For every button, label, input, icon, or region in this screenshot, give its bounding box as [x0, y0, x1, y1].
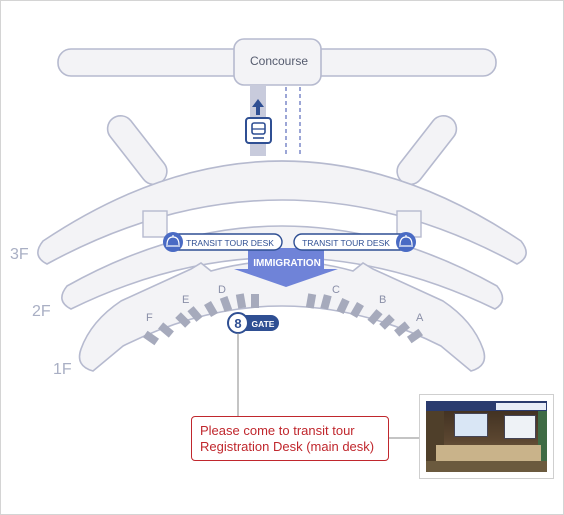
gate-number: 8: [234, 316, 241, 331]
shuttle-train-icon: [245, 117, 272, 144]
gate-area-e: E: [182, 294, 189, 306]
instruction-callout: Please come to transit tour Registration…: [191, 416, 389, 461]
gate-area-a: A: [416, 312, 424, 324]
gate-label: GATE: [252, 319, 275, 329]
concourse-label: Concourse: [250, 54, 308, 68]
immigration-arrow: IMMIGRATION: [234, 248, 338, 287]
service-bell-icon: [166, 235, 180, 247]
callout-line-1: Please come to transit tour: [200, 423, 355, 438]
floor-label-2f: 2F: [32, 303, 51, 320]
shuttle-corridor: [245, 86, 301, 156]
transit-desk-left[interactable]: TRANSIT TOUR DESK: [163, 232, 283, 252]
gate-area-d: D: [218, 284, 226, 296]
gate-8-marker[interactable]: 8 GATE: [227, 312, 279, 334]
callout-line-2: Registration Desk (main desk): [200, 439, 375, 454]
transit-desk-left-label: TRANSIT TOUR DESK: [186, 238, 274, 248]
transit-desk-right[interactable]: TRANSIT TOUR DESK: [293, 232, 416, 252]
gate-area-f: F: [146, 312, 153, 324]
service-bell-icon: [399, 235, 413, 247]
immigration-label: IMMIGRATION: [253, 258, 321, 269]
transit-desk-photo: [419, 394, 554, 479]
concourse-building: Concourse: [57, 38, 497, 86]
floor-connectors: [142, 210, 422, 238]
gate-area-c: C: [332, 284, 340, 296]
transit-desk-right-label: TRANSIT TOUR DESK: [302, 238, 390, 248]
gate-blocks: [142, 293, 424, 346]
floor-3f-arc: [37, 160, 527, 265]
up-arrow-icon: [252, 99, 264, 115]
floor-label-1f: 1F: [53, 361, 72, 378]
gate-area-b: B: [379, 294, 386, 306]
floor-label-3f: 3F: [10, 246, 29, 263]
